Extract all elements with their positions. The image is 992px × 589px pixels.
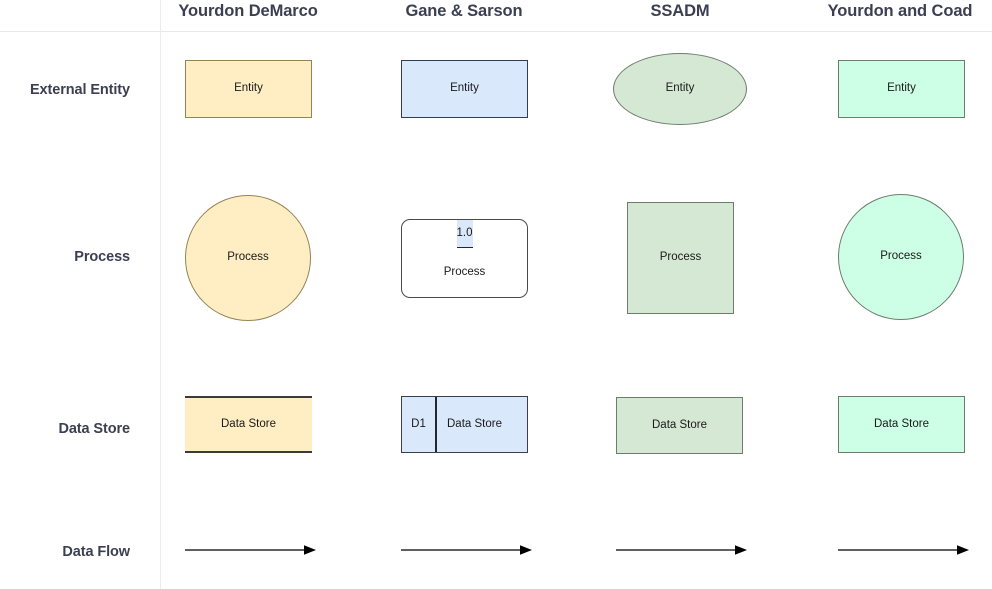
datastore-id-label: D1	[411, 417, 426, 430]
shape-label: Data Store	[652, 418, 707, 431]
shape-label: Entity	[450, 82, 479, 95]
column-header-yourdon-demarco: Yourdon DeMarco	[178, 2, 318, 20]
shape-datastore-gane-sarson: D1 Data Store	[401, 396, 528, 453]
shape-label: Data Store	[221, 417, 276, 430]
label-column-divider-rule	[160, 0, 161, 589]
datastore-id-compartment: D1	[402, 397, 437, 452]
shape-label: Data Store	[874, 417, 929, 430]
shape-label: Entity	[234, 82, 263, 95]
header-divider-rule	[0, 31, 992, 32]
shape-process-yourdon-demarco: Process	[185, 195, 311, 321]
shape-process-yourdon-coad: Process	[838, 194, 964, 320]
process-id-band: 1.0	[456, 220, 473, 248]
datastore-name-compartment: Data Store	[437, 397, 527, 452]
shape-label: Process	[443, 265, 486, 278]
row-label-process: Process	[74, 249, 130, 265]
shape-entity-yourdon-coad: Entity	[838, 60, 965, 118]
shape-dataflow-gane-sarson	[401, 545, 532, 555]
process-name-band: Process	[443, 248, 486, 297]
shape-entity-yourdon-demarco: Entity	[185, 60, 312, 118]
shape-label: Data Store	[447, 417, 502, 430]
row-label-data-store: Data Store	[58, 421, 130, 437]
shape-label: Entity	[665, 82, 695, 95]
shape-label: Process	[880, 250, 922, 263]
shape-dataflow-yourdon-demarco	[185, 545, 316, 555]
column-header-yourdon-coad: Yourdon and Coad	[827, 2, 973, 20]
shape-datastore-yourdon-demarco: Data Store	[185, 396, 312, 453]
shape-dataflow-ssadm	[616, 545, 747, 555]
shape-datastore-ssadm: Data Store	[616, 397, 743, 454]
shape-datastore-yourdon-coad: Data Store	[838, 396, 965, 453]
column-header-gane-sarson: Gane & Sarson	[405, 2, 523, 20]
shape-entity-gane-sarson: Entity	[401, 60, 528, 118]
shape-entity-ssadm: Entity	[613, 53, 747, 125]
shape-process-ssadm: Process	[627, 202, 734, 314]
column-header-ssadm: SSADM	[650, 2, 710, 20]
shape-label: Entity	[887, 82, 916, 95]
row-label-external-entity: External Entity	[29, 82, 130, 98]
shape-label: Process	[659, 251, 702, 264]
shape-process-gane-sarson: 1.0 Process	[401, 219, 528, 298]
shape-dataflow-yourdon-coad	[838, 545, 969, 555]
process-id-label: 1.0	[456, 226, 473, 239]
shape-label: Process	[227, 251, 269, 264]
row-label-data-flow: Data Flow	[62, 544, 130, 560]
